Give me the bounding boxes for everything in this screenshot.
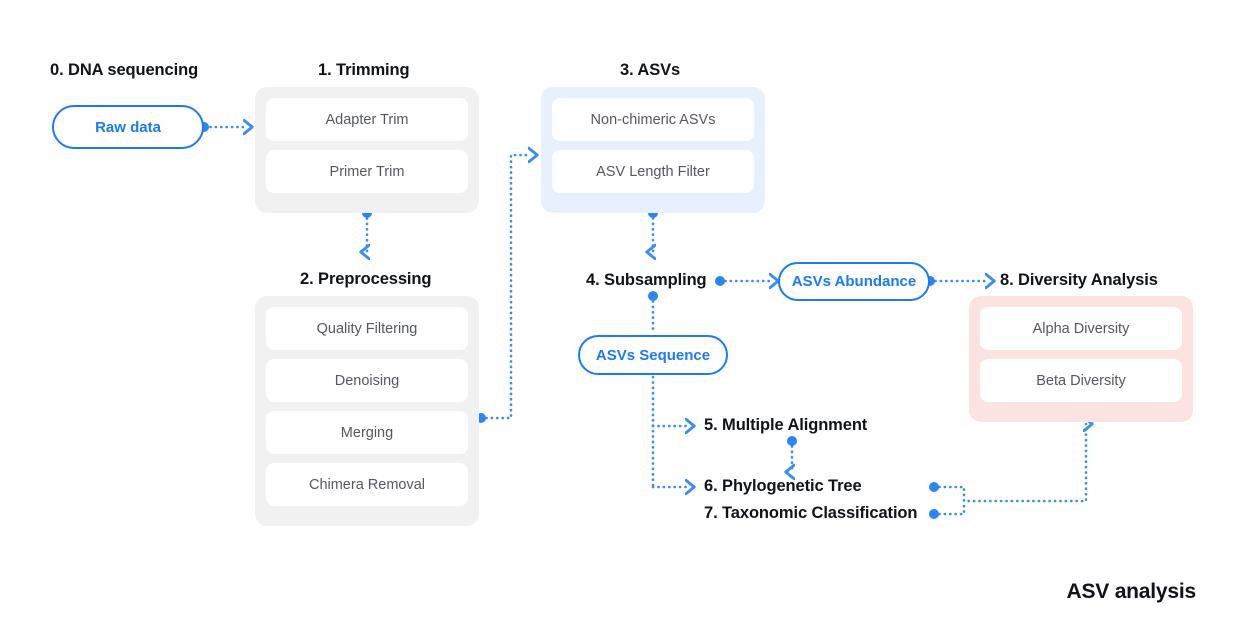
item-non-chimeric-asvs[interactable]: Non-chimeric ASVs xyxy=(552,98,754,141)
dot-subsampling-a xyxy=(715,276,725,286)
edge-taxonomy-to-diversity xyxy=(932,499,966,516)
item-chimera-removal[interactable]: Chimera Removal xyxy=(266,463,468,506)
stage-title-dna-sequencing: 0. DNA sequencing xyxy=(50,61,199,79)
stage-title-asvs: 3. ASVs xyxy=(620,61,681,79)
item-merging[interactable]: Merging xyxy=(266,411,468,454)
edge-preprocessing-to-asvs xyxy=(479,155,531,420)
dot-subsampling-b xyxy=(648,291,658,301)
stage-title-subsampling: 4. Subsampling xyxy=(586,271,707,289)
stage-title-preprocessing: 2. Preprocessing xyxy=(300,270,432,288)
item-denoising[interactable]: Denoising xyxy=(266,359,468,402)
stage-box-trimming: Adapter Trim Primer Trim xyxy=(255,87,479,213)
dot-tree xyxy=(929,482,939,492)
node-asvs-sequence[interactable]: ASVs Sequence xyxy=(578,335,728,375)
stage-box-diversity-analysis: Alpha Diversity Beta Diversity xyxy=(969,296,1193,422)
stage-box-asvs: Non-chimeric ASVs ASV Length Filter xyxy=(541,87,765,213)
stage-box-preprocessing: Quality Filtering Denoising Merging Chim… xyxy=(255,296,479,526)
figure-caption: ASV analysis xyxy=(1066,580,1196,603)
item-asv-length-filter[interactable]: ASV Length Filter xyxy=(552,150,754,193)
stage-title-multiple-alignment: 5. Multiple Alignment xyxy=(704,416,868,434)
stage-title-phylogenetic-tree: 6. Phylogenetic Tree xyxy=(704,477,862,495)
item-alpha-diversity[interactable]: Alpha Diversity xyxy=(980,307,1182,350)
item-quality-filtering[interactable]: Quality Filtering xyxy=(266,307,468,350)
node-asvs-abundance[interactable]: ASVs Abundance xyxy=(778,262,930,301)
dot-alignment xyxy=(787,436,797,446)
dot-taxonomy xyxy=(929,509,939,519)
edge-tree-to-diversity xyxy=(932,424,1086,503)
item-adapter-trim[interactable]: Adapter Trim xyxy=(266,98,468,141)
stage-title-diversity-analysis: 8. Diversity Analysis xyxy=(1000,271,1158,289)
item-primer-trim[interactable]: Primer Trim xyxy=(266,150,468,193)
node-raw-data[interactable]: Raw data xyxy=(52,105,204,149)
stage-title-taxonomic-classification: 7. Taxonomic Classification xyxy=(704,504,918,522)
item-beta-diversity[interactable]: Beta Diversity xyxy=(980,359,1182,402)
stage-title-trimming: 1. Trimming xyxy=(318,61,410,79)
